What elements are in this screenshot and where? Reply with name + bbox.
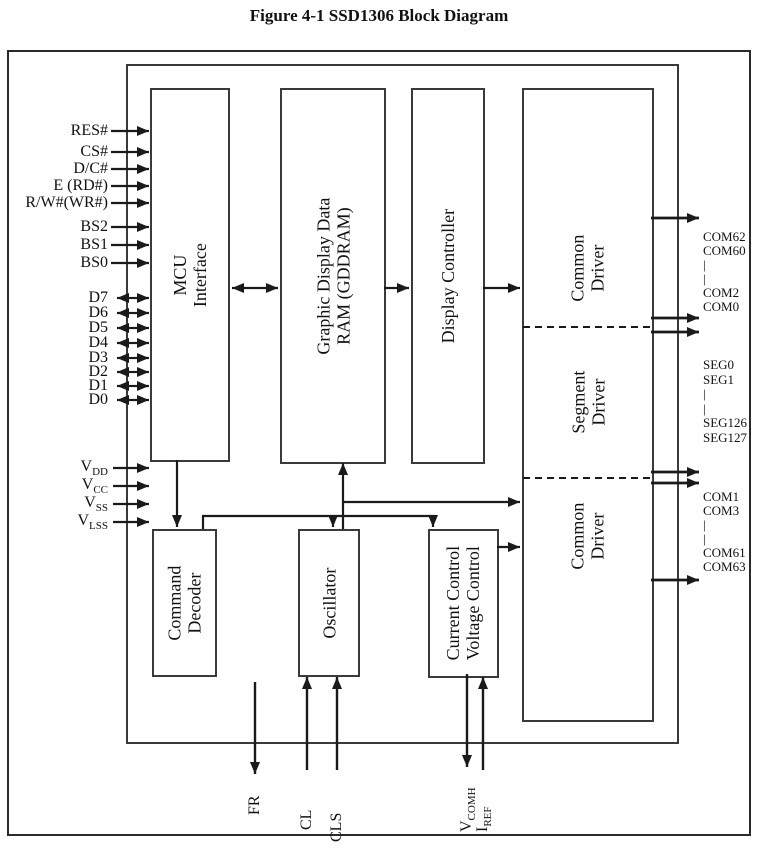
pin-group-com-top: COM62 COM60 | | COM2 COM0 [703,229,746,314]
pin-label-bs0: BS0 [80,254,108,271]
pin-label-vcc: VCC [81,476,108,497]
pin-label-d2: D2 [88,363,108,380]
figure-frame [7,50,751,836]
pin-label-cs: CS# [80,143,108,160]
pin-group-seg: SEG0 SEG1 | | SEG126 SEG127 [703,357,748,445]
pin-label-iref: IREF [474,806,495,832]
pin-label-res: RES# [70,122,108,139]
pin-label-e-rd: E (RD#) [53,177,108,194]
pin-label-vdd: VDD [80,458,108,479]
pin-label-vss: VSS [84,494,108,515]
pin-label-d7: D7 [88,289,108,306]
pin-label-rw-wr: R/W#(WR#) [25,194,108,211]
pin-label-dc: D/C# [73,160,108,177]
pin-label-d4: D4 [88,334,108,351]
pin-label-d1: D1 [88,377,108,394]
pin-label-d6: D6 [88,304,108,321]
pin-label-cl: CL [298,809,315,830]
pin-label-cls: CLS [328,812,345,842]
block-oscillator: Oscillator [298,529,360,677]
pin-label-bs1: BS1 [80,236,108,253]
pin-group-com-bottom: COM1 COM3 | | COM61 COM63 [703,489,746,574]
pin-label-d3: D3 [88,349,108,366]
block-display-controller: Display Controller [411,88,485,464]
pin-label-d0: D0 [88,391,108,408]
figure-title: Figure 4-1 SSD1306 Block Diagram [249,6,509,25]
pin-label-vlss: VLSS [77,512,108,533]
pin-label-fr: FR [246,795,263,815]
block-label: Oscillator [318,567,339,639]
pin-label-bs2: BS2 [80,218,108,235]
pin-label-d5: D5 [88,319,108,336]
block-label: Display Controller [437,208,458,344]
